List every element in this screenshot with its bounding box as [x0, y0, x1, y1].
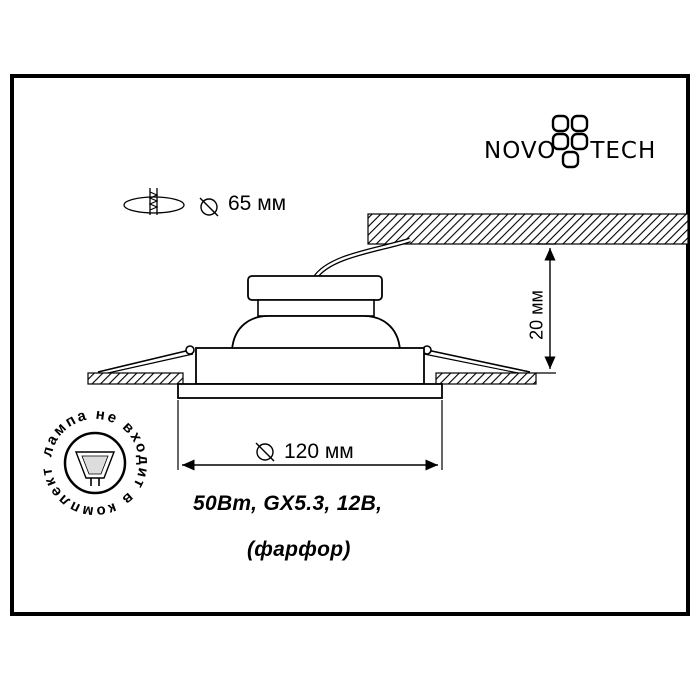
logo-mark-icon: [551, 114, 589, 169]
ceiling-slab: [367, 213, 689, 245]
spring-clip-right: [426, 349, 531, 373]
reflector-dome: [231, 315, 401, 351]
fixture-frame: [195, 347, 425, 385]
spring-clip-left: [97, 349, 191, 373]
specs-line-1: 50Вт, GX5.3, 12В,: [193, 492, 383, 515]
drywall-right: [435, 372, 537, 385]
height-label: 20 мм: [526, 290, 547, 340]
mr16-lamp-icon: [74, 451, 116, 486]
cutout-diameter-label: 65 мм: [228, 192, 287, 215]
page-border: [10, 74, 690, 616]
diameter-icon: [199, 197, 219, 217]
lamp-not-included-badge: лампа не входит в комплект: [38, 406, 150, 521]
specs-line-2: (фарфор): [247, 538, 351, 561]
cutout-hole-icon: [123, 188, 185, 215]
outer-diameter-label: 120 мм: [284, 440, 354, 463]
lamp-housing-top: [247, 275, 383, 301]
drywall-left: [87, 372, 184, 385]
diameter-icon: [255, 442, 275, 462]
power-cable: [312, 237, 411, 280]
fixture-bezel: [177, 383, 443, 399]
